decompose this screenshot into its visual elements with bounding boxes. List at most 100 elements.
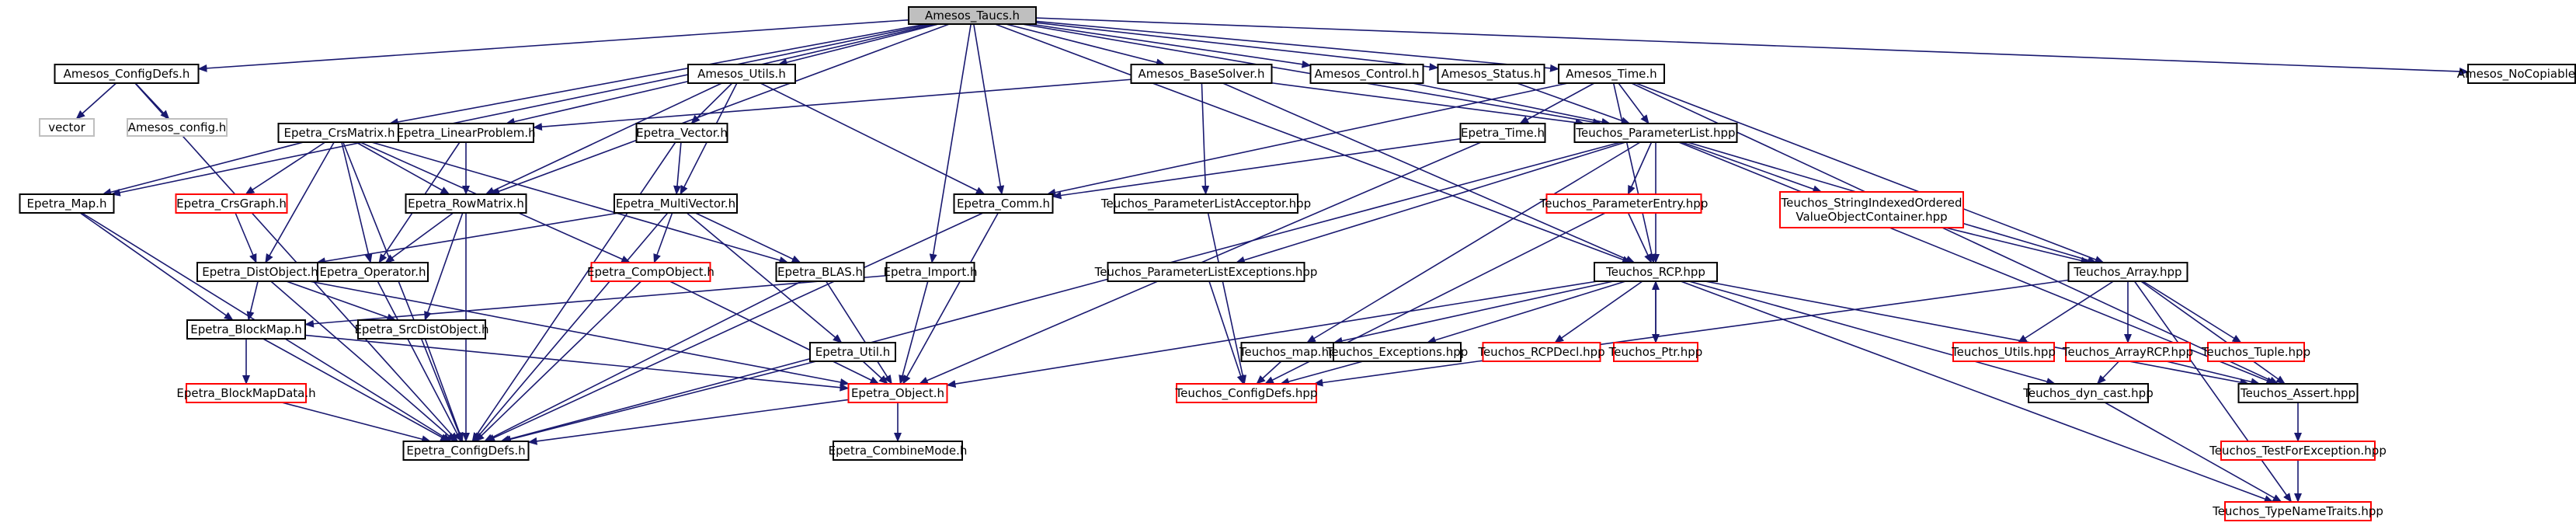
edge-crsmatrix-to-emap [102,141,304,197]
edge-rcp-to-rcpdecl [1554,280,1643,343]
node-box [1459,123,1546,143]
node-crsmatrix[interactable]: Epetra_CrsMatrix.h [277,123,402,143]
edge-srcdist-to-ecfg [424,338,464,442]
node-label: Epetra_Comm.h [957,197,1050,211]
node-typetraits[interactable]: Teuchos_TypeNameTraits.hpp [2212,501,2383,521]
node-operator[interactable]: Epetra_Operator.h [317,262,429,282]
node-box [1613,342,1698,362]
node-label: Teuchos_Tuple.hpp [2201,345,2310,360]
edge-distobj-to-ecfg [270,280,456,442]
node-plexc[interactable]: Teuchos_ParameterListExceptions.hpp [1094,262,1318,282]
node-blas[interactable]: Epetra_BLAS.h [775,262,865,282]
node-texc[interactable]: Teuchos_Exceptions.hpp [1326,342,1469,362]
edge-dyncast-to-typetraits [2104,402,2282,503]
edge-amtime-to-tassert [1631,82,2279,385]
node-blockmap[interactable]: Epetra_BlockMap.h [186,319,306,340]
node-bmdata[interactable]: Epetra_BlockMapData.h [176,383,316,403]
node-crsgraph[interactable]: Epetra_CrsGraph.h [175,193,288,214]
node-label: Amesos_NoCopiable.h [2457,67,2576,82]
node-multivec[interactable]: Epetra_MultiVector.h [614,193,738,214]
node-rcp[interactable]: Teuchos_RCP.hpp [1594,262,1718,282]
edge-placc-to-tcfg [1207,212,1247,385]
node-ptr[interactable]: Teuchos_Ptr.hpp [1608,342,1703,362]
node-box [833,441,963,461]
node-tassert[interactable]: Teuchos_Assert.hpp [2237,383,2359,403]
edge-bmdata-to-ecfg [281,402,432,444]
node-box [2207,342,2305,362]
node-emap[interactable]: Epetra_Map.h [19,193,115,214]
node-label: Amesos_Status.h [1441,67,1541,82]
edge-amtime-to-plist [1618,82,1650,124]
node-box [687,64,796,84]
edge-crsmatrix-to-ecfg [342,141,463,442]
node-placc[interactable]: Teuchos_ParameterListAcceptor.hpp [1100,193,1311,214]
node-status[interactable]: Amesos_Status.h [1437,64,1545,84]
node-eobject[interactable]: Epetra_Object.h [847,383,948,403]
node-pentry[interactable]: Teuchos_ParameterEntry.hpp [1539,193,1709,214]
node-label: Epetra_LinearProblem.h [396,126,535,141]
node-utils[interactable]: Amesos_Utils.h [687,64,796,84]
node-ecomm[interactable]: Epetra_Comm.h [953,193,1054,214]
node-amtime[interactable]: Amesos_Time.h [1558,64,1665,84]
edge-crsgraph-to-distobj [235,212,257,263]
node-plist[interactable]: Teuchos_ParameterList.hpp [1573,123,1738,143]
node-basesolver[interactable]: Amesos_BaseSolver.h [1130,64,1273,84]
node-testexc[interactable]: Teuchos_TestForException.hpp [2209,441,2387,461]
edge-tarray-to-tcfg [1313,279,2069,387]
node-root: Amesos_Taucs.h [908,6,1037,25]
node-label: Amesos_ConfigDefs.h [64,67,190,82]
edge-root-to-basesolver [1006,23,1166,67]
edge-rcp-to-eobject [946,280,1598,388]
node-import[interactable]: Epetra_Import.h [883,262,978,282]
node-ecfg[interactable]: Epetra_ConfigDefs.h [402,441,530,461]
edge-rowmatrix-to-srcdist [424,212,464,321]
node-srcdist[interactable]: Epetra_SrcDistObject.h [354,319,489,340]
node-compobj[interactable]: Epetra_CompObject.h [587,262,714,282]
edge-utils-to-evector [690,82,733,124]
edge-crsmatrix-to-crsgraph [245,141,326,195]
node-arrayrcp[interactable]: Teuchos_ArrayRCP.hpp [2062,342,2193,362]
node-rowmatrix[interactable]: Epetra_RowMatrix.h [405,193,527,214]
node-tmap[interactable]: Teuchos_map.hpp [1239,342,1344,362]
node-box [1333,342,1462,362]
node-box [775,262,865,282]
edge-multivec-to-eutil [686,212,843,343]
node-tarray[interactable]: Teuchos_Array.hpp [2067,262,2188,282]
node-label: Epetra_RowMatrix.h [408,197,524,211]
node-combine[interactable]: Epetra_CombineMode.h [829,441,968,461]
node-box [1558,64,1665,84]
node-box [1309,64,1424,84]
node-nocopy[interactable]: Amesos_NoCopiable.h [2457,64,2576,84]
edge-root-to-ecomm [973,23,1005,195]
edge-ecomm-to-ecfg [485,212,984,442]
node-linprob[interactable]: Epetra_LinearProblem.h [396,123,536,143]
node-dyncast[interactable]: Teuchos_dyn_cast.hpp [2022,383,2154,403]
node-box [39,118,95,137]
node-label: Teuchos_Utils.hpp [1951,345,2056,360]
node-box [175,193,288,214]
node-eutil[interactable]: Epetra_Util.h [809,342,896,362]
node-tcfg[interactable]: Teuchos_ConfigDefs.hpp [1175,383,1318,403]
node-label: Teuchos_dyn_cast.hpp [2022,386,2153,401]
edge-plist-to-pentry [1627,141,1653,195]
node-distobj[interactable]: Epetra_DistObject.h [196,262,324,282]
node-etime[interactable]: Epetra_Time.h [1459,123,1546,143]
edge-distobj-to-eobject [309,280,850,386]
edge-root-to-crsmatrix [388,23,926,126]
edge-amtime-to-ecomm [1046,82,1568,197]
edge-amtime-to-rcp [1612,82,1656,263]
node-control[interactable]: Amesos_Control.h [1309,64,1424,84]
node-rcpdecl[interactable]: Teuchos_RCPDecl.hpp [1477,342,1605,362]
edge-root-to-nocopy [1035,17,2469,75]
node-cfgdefs[interactable]: Amesos_ConfigDefs.h [54,64,200,84]
edge-basesolver-to-rcp [1222,82,1636,263]
edge-tarray-to-typetraits [2133,280,2293,503]
node-sivoc[interactable]: Teuchos_StringIndexedOrderedValueObjectC… [1779,191,1964,228]
edge-plist-to-ecfg [499,141,1622,443]
node-tutils[interactable]: Teuchos_Utils.hpp [1951,342,2056,362]
edge-root-to-utils [777,23,939,67]
edge-arrayrcp-to-dyncast [2096,361,2120,385]
node-tuple[interactable]: Teuchos_Tuple.hpp [2201,342,2310,362]
node-evector[interactable]: Epetra_Vector.h [635,123,728,143]
node-label: Teuchos_RCPDecl.hpp [1477,345,1604,360]
